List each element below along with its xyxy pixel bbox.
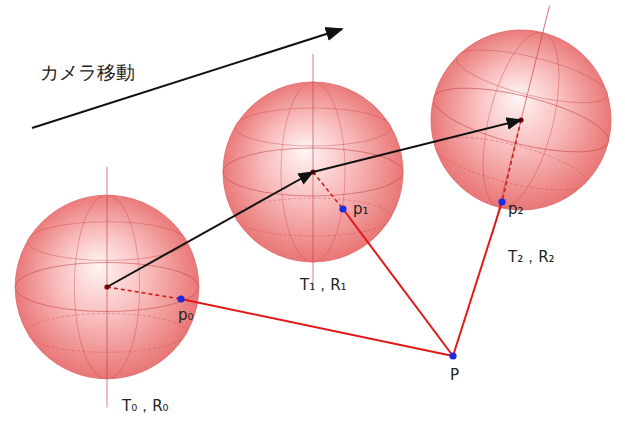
sight-line (181, 202, 502, 356)
point-label: p₀ (178, 306, 194, 324)
point-label: p₁ (353, 200, 369, 218)
point-label: p₂ (508, 200, 524, 218)
camera-sphere-node: T₁，R₁ (223, 82, 403, 297)
camera-pose-label: T₁，R₁ (300, 276, 347, 295)
point-label: P (450, 366, 459, 384)
camera-sphere (405, 0, 625, 256)
point-dot (104, 117, 523, 359)
camera-motion-arrow (313, 120, 521, 172)
camera-pose-label: T₂，R₂ (508, 248, 555, 267)
camera-sphere-node: T₀，R₀ (15, 195, 199, 418)
projection-ray (107, 120, 521, 299)
camera-pose-label: T₀，R₀ (122, 397, 169, 416)
camera-motion-arrow (107, 172, 313, 287)
motion-label: カメラ移動 (40, 60, 135, 86)
camera-sphere-node: T₂，R₂ (431, 30, 611, 269)
